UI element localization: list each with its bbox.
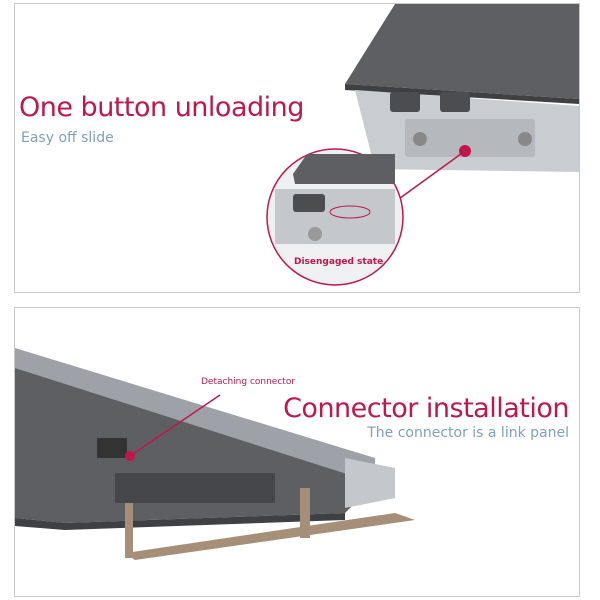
callout-label: Disengaged state bbox=[294, 257, 384, 267]
callout-label: Detaching connector bbox=[201, 377, 296, 387]
panel-connector-installation: Detaching connector Connector installati… bbox=[14, 307, 580, 597]
panel-one-button-unloading: One button unloading Easy off slide Dise… bbox=[14, 3, 580, 293]
panel-subtitle: Easy off slide bbox=[21, 130, 114, 146]
panel-subtitle: The connector is a link panel bbox=[367, 425, 569, 441]
panel-title: Connector installation bbox=[283, 393, 569, 424]
slide-closeup-image bbox=[266, 4, 579, 286]
panel-title: One button unloading bbox=[19, 92, 304, 123]
drawer-slide-image bbox=[15, 348, 415, 560]
